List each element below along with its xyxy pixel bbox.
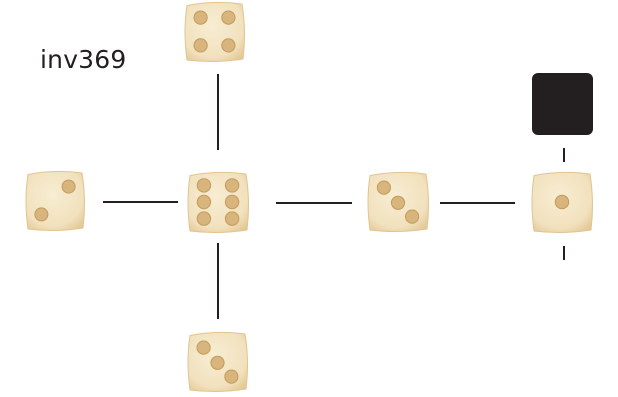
die-face-left-body [25, 170, 85, 231]
die-face-center-pip-1 [196, 178, 212, 193]
die-face-right-1-pip-2 [390, 195, 406, 210]
connector-blank-tick-bottom [563, 246, 565, 260]
connector-right-horizontal [440, 202, 515, 204]
die-face-center-pip-2 [224, 178, 240, 193]
die-face-left-pip-1 [61, 179, 76, 194]
connector-bottom-vertical [217, 243, 219, 319]
die-face-right-2-pip-1 [554, 194, 570, 210]
die-face-top-pip-3 [193, 38, 208, 53]
connector-blank-tick-top [563, 148, 565, 162]
die-face-center-pip-5 [196, 211, 212, 226]
die-face-center-pip-4 [224, 194, 240, 210]
connector-left-horizontal [103, 201, 178, 203]
connector-center-right-horizontal [276, 202, 352, 204]
die-face-bottom-pip-3 [224, 369, 239, 384]
die-face-center-pip-6 [224, 211, 240, 226]
connector-top-vertical [217, 74, 219, 150]
die-face-left-pip-2 [34, 207, 49, 222]
die-face-right-2 [531, 171, 593, 233]
die-face-top-pip-4 [221, 38, 236, 53]
die-face-right-1 [367, 171, 429, 232]
die-face-blank [532, 73, 593, 135]
die-face-right-1-pip-3 [405, 209, 420, 224]
die-face-left [25, 170, 85, 231]
die-face-bottom-pip-1 [196, 340, 211, 355]
die-face-top-pip-2 [221, 10, 236, 25]
die-face-bottom [187, 331, 248, 392]
die-face-top [184, 1, 245, 62]
die-face-center-pip-3 [196, 194, 212, 210]
die-face-top-body [184, 1, 245, 62]
die-face-right-1-pip-1 [376, 180, 391, 195]
die-face-center [187, 171, 249, 233]
die-face-top-pip-1 [193, 10, 208, 25]
inventory-label: inv369 [40, 45, 127, 74]
die-face-bottom-pip-2 [210, 355, 225, 370]
